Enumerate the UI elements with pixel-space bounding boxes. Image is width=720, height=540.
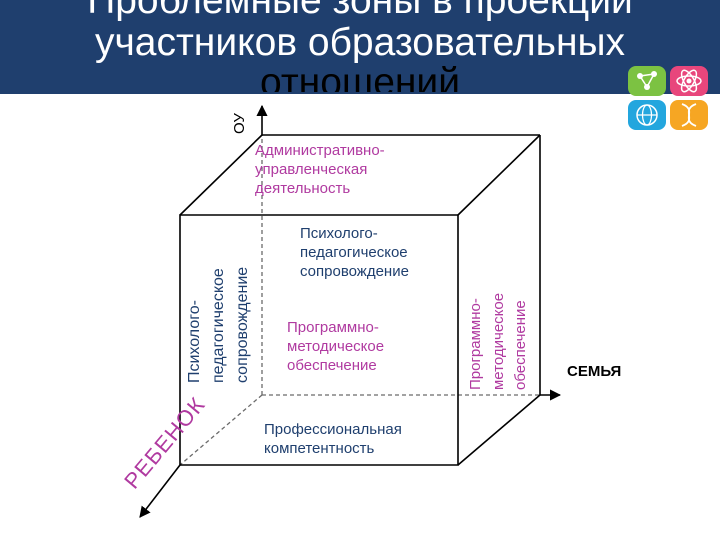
zone-program-center-line-3: обеспечение — [287, 357, 377, 374]
title-line-2: участников образовательных — [94, 21, 626, 64]
zone-program-right-line-1: Программно- — [467, 298, 484, 390]
cube-hidden-edges — [179, 135, 540, 466]
atom-icon — [670, 66, 708, 96]
dna-icon — [670, 100, 708, 130]
zone-psych-center: Психолого- педагогическое сопровождение — [300, 224, 409, 281]
zone-psych-left-line-3: сопровождение — [234, 266, 251, 383]
page-title: Проблемные зоны в проекции участников об… — [0, 0, 720, 64]
globe-icon — [628, 100, 666, 130]
title-overflow: отношений — [0, 64, 720, 92]
zone-professional: Профессиональная компетентность — [264, 420, 402, 458]
zone-psych-left-line-1: Психолого- — [186, 300, 203, 383]
subject-logo — [626, 64, 710, 132]
zone-psych-center-line-2: педагогическое — [300, 244, 408, 261]
zone-admin: Административно- управленческая деятельн… — [255, 141, 385, 198]
zone-program-right-line-3: обеспечение — [512, 300, 529, 390]
zone-psych-center-line-3: сопровождение — [300, 263, 409, 280]
title-line-3: отношений — [259, 64, 460, 92]
zone-psych-left-line-2: педагогическое — [210, 268, 227, 383]
zone-program-center-line-1: Программно- — [287, 319, 379, 336]
molecule-icon — [628, 66, 666, 96]
zone-admin-line-1: Административно- — [255, 142, 385, 159]
zone-admin-line-2: управленческая — [255, 161, 368, 178]
zone-program-right-line-2: методическое — [490, 292, 507, 390]
cube-visible-edges — [179, 134, 541, 466]
zone-professional-line-2: компетентность — [264, 440, 375, 457]
title-line-1: Проблемные зоны в проекции — [87, 0, 633, 22]
zone-professional-line-1: Профессиональная — [264, 421, 402, 438]
zone-psych-center-line-1: Психолого- — [300, 225, 378, 242]
family-axis-label: СЕМЬЯ — [567, 363, 622, 380]
zone-program-center-line-2: методическое — [287, 338, 385, 355]
zone-program-center: Программно- методическое обеспечение — [287, 318, 384, 375]
ou-axis-label: ОУ — [231, 113, 248, 134]
child-axis — [139, 464, 181, 518]
title-bar: Проблемные зоны в проекции участников об… — [0, 0, 720, 94]
zone-admin-line-3: деятельность — [255, 180, 351, 197]
